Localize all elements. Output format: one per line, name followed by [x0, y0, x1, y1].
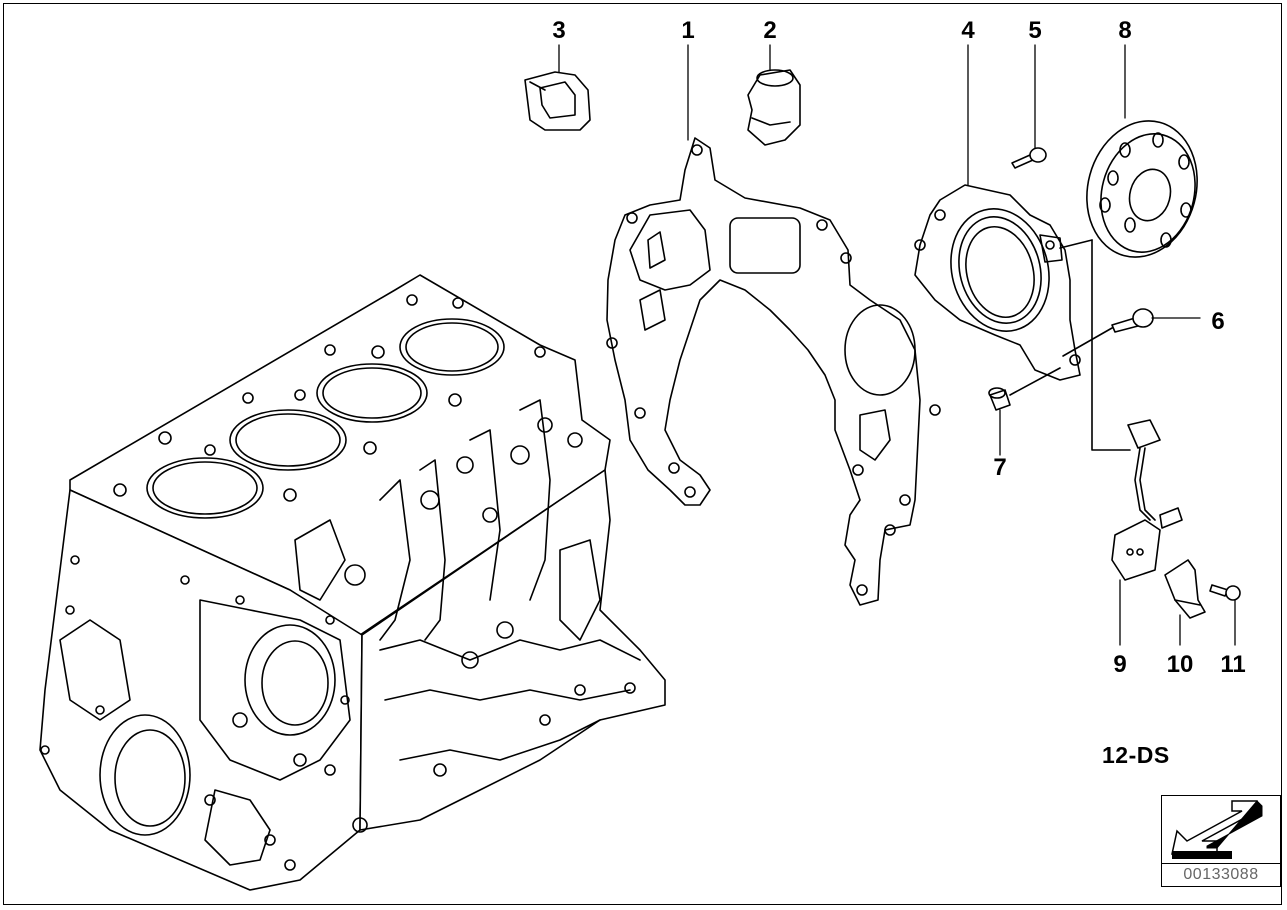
shaft-seal-housing-drawing: [914, 184, 1081, 381]
engine-block-drawing: [39, 274, 666, 891]
callout-10: 10: [1167, 651, 1194, 678]
callout-8: 8: [1118, 17, 1131, 44]
rubber-buffer-drawing: [524, 71, 591, 131]
leader-lines: [558, 44, 1236, 646]
catalog-number: 00133088: [1161, 863, 1281, 887]
arrow-down-left-icon: [1171, 800, 1263, 859]
reluctor-wheel-drawing: [1086, 120, 1198, 258]
navigation-arrow-button[interactable]: [1161, 795, 1281, 864]
bracket-drawing: [1164, 559, 1206, 619]
front-cover-gasket-drawing: [606, 137, 941, 606]
callout-3: 3: [552, 17, 565, 44]
callout-1: 1: [681, 17, 694, 44]
callout-11: 11: [1220, 651, 1245, 678]
crankshaft-sensor-drawing: [1059, 239, 1183, 581]
screw-drawing: [1209, 584, 1241, 601]
diagram-frame: [3, 3, 1282, 905]
callout-5: 5: [1028, 17, 1041, 44]
sealing-plug-drawing: [747, 69, 801, 146]
callout-9: 9: [1113, 651, 1126, 678]
callout-2: 2: [763, 17, 776, 44]
dowel-sleeve-drawing: [988, 367, 1061, 411]
bolt-drawing: [1011, 147, 1047, 169]
callout-7: 7: [993, 454, 1006, 481]
callout-6: 6: [1211, 308, 1224, 335]
callout-4: 4: [961, 17, 975, 44]
bolt-drawing-2: [1062, 308, 1154, 357]
diagram-code: 12-DS: [1102, 742, 1170, 768]
